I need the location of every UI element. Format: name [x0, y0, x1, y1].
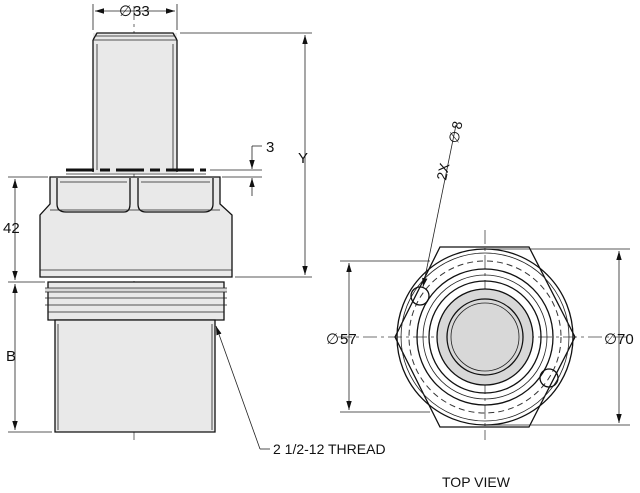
side-view: ∅ 33 Y 3 42 B [3, 3, 386, 457]
dia-symbol-57: ∅ [326, 331, 339, 348]
body-inner-edge [422, 274, 548, 400]
tube [92, 32, 178, 173]
upper-body [39, 176, 233, 278]
hole-dia-label: 8 [448, 119, 465, 130]
dim-label-3: 3 [266, 139, 274, 156]
body-circle [416, 268, 554, 406]
tube-bore [446, 298, 524, 376]
bolt-hole-lower-right [539, 368, 559, 388]
hex-flange [394, 246, 576, 428]
thread-callout: 2 1/2-12 THREAD [215, 325, 386, 457]
thread-label: 2 1/2-12 THREAD [273, 441, 386, 457]
dim-b: B [6, 284, 52, 433]
dim-label-y: Y [298, 150, 308, 167]
dim-y: Y [180, 32, 312, 278]
dim-dia-57: ∅ 57 [326, 260, 430, 413]
top-view: 2X ∅ 8 ∅ 57 ∅ 70 TOP VIEW [326, 119, 634, 490]
flange-inner-edge [400, 252, 570, 422]
port-outer [428, 280, 542, 394]
port-ring [436, 288, 534, 386]
top-view-label: TOP VIEW [442, 474, 511, 490]
dim-label-42: 42 [3, 220, 20, 237]
dim-dia-70: ∅ 70 [485, 248, 634, 426]
hole-callout: 2X ∅ 8 [422, 119, 466, 288]
lower-body [54, 319, 216, 433]
bolt-circle [408, 260, 562, 414]
hole-count-label: 2X [433, 161, 452, 182]
dim-label-70: 70 [617, 331, 634, 348]
hole-dia-symbol: ∅ [445, 129, 463, 144]
dim-dia-33: ∅ 33 [92, 3, 178, 30]
dim-label-33: 33 [133, 3, 150, 20]
dim-3: 3 [210, 139, 274, 196]
bolt-hole-upper-left [410, 286, 430, 306]
collet-lip [66, 168, 206, 175]
dia-symbol-70: ∅ [604, 331, 617, 348]
dia-symbol-33: ∅ [119, 3, 132, 20]
tube-bore-inner [450, 302, 520, 372]
dim-label-57: 57 [340, 331, 357, 348]
thread-section [45, 281, 227, 321]
dim-42: 42 [3, 176, 48, 283]
dim-label-b: B [6, 348, 16, 365]
